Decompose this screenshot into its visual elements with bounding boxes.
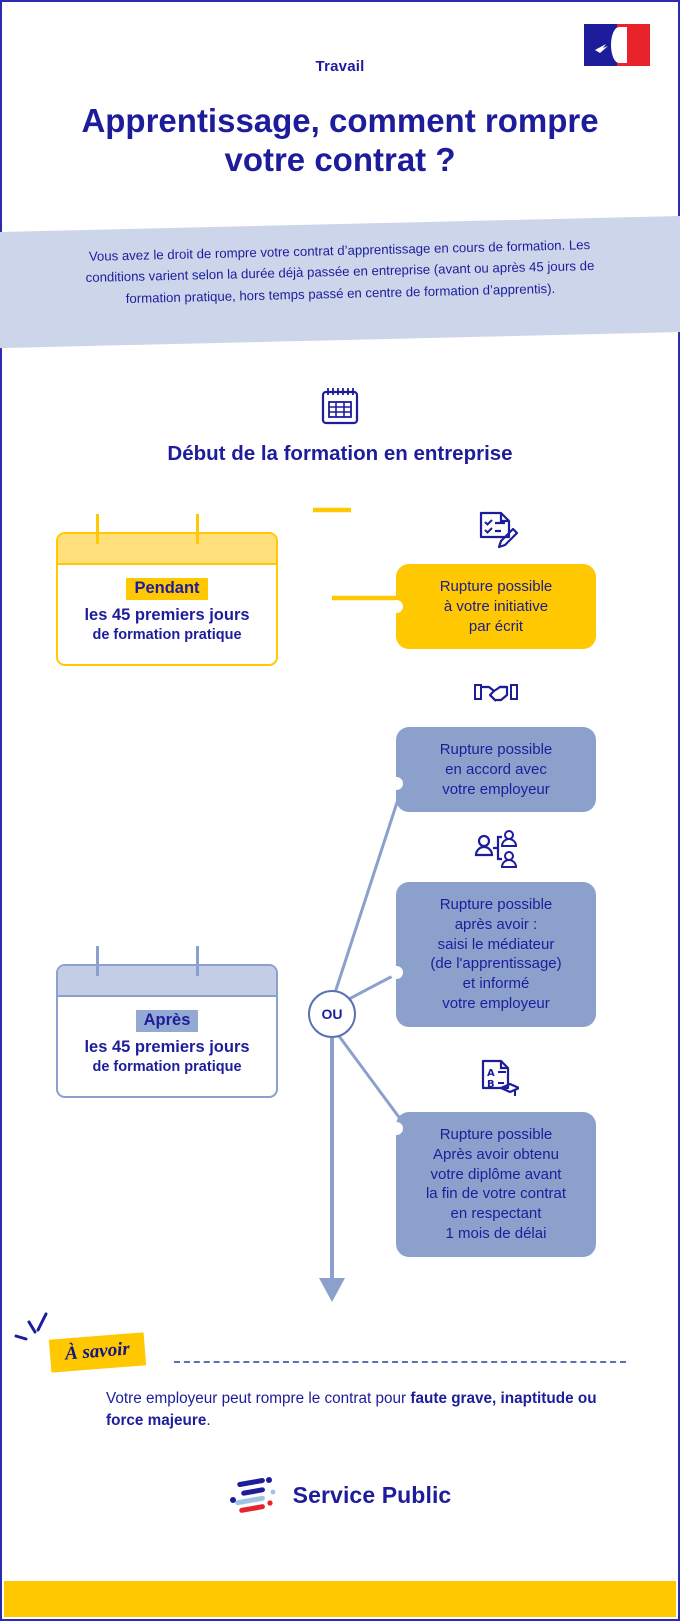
note-text-bold: faute grave, inaptitude ou force majeure xyxy=(106,1390,597,1430)
calendar-icon xyxy=(321,388,359,425)
calendar-rings xyxy=(56,946,278,976)
outcome-line: votre employeur xyxy=(442,994,550,1012)
period-tag: Après xyxy=(135,1010,199,1032)
section-title: Début de la formation en entreprise xyxy=(167,442,513,465)
period-tag: Pendant xyxy=(126,578,208,600)
outcome-card-mediateur: Rupture possible après avoir : saisi le … xyxy=(390,830,596,1027)
mediator-people-icon xyxy=(474,830,518,868)
period-card-apres: Après les 45 premiers jours de formation… xyxy=(56,946,278,1099)
outcome-card-diplome: A B Rupture possible Après avoir obtenu … xyxy=(390,1059,596,1257)
ring-left xyxy=(96,946,99,976)
sparkle-icon xyxy=(14,1312,48,1341)
outcome-line: Rupture possible xyxy=(439,1126,553,1143)
connector-dot xyxy=(390,600,403,613)
outcome-line: saisi le médiateur xyxy=(437,935,555,953)
intro-text: Vous avez le droit de rompre votre contr… xyxy=(85,237,595,306)
diploma-document-icon: A B xyxy=(481,1059,519,1096)
outcome-line: votre employeur xyxy=(442,780,550,798)
branch-node-ou: OU xyxy=(308,990,356,1038)
outcome-text: Rupture possible à votre initiative par … xyxy=(396,564,596,649)
marianne-profile xyxy=(611,27,627,63)
outcome-line: et informé xyxy=(462,975,530,993)
calendar-body: Après les 45 premiers jours de formation… xyxy=(56,964,278,1099)
outcome-card-initiative: Rupture possible à votre initiative par … xyxy=(390,511,596,650)
outcome-line: Après avoir obtenu xyxy=(433,1145,559,1163)
page-title: Apprentissage, comment rompre votre cont… xyxy=(81,102,599,178)
calendar-rings xyxy=(56,514,278,544)
outcome-line: en accord avec xyxy=(445,760,547,778)
svg-text:B: B xyxy=(487,1079,495,1090)
svg-text:A: A xyxy=(487,1068,495,1079)
checklist-pen-icon xyxy=(479,511,519,549)
calendar-header-strip xyxy=(58,966,276,997)
outcome-line: par écrit xyxy=(468,617,524,635)
service-public-wordmark: Service Public xyxy=(292,1481,452,1508)
calendar-body: Pendant les 45 premiers jours de formati… xyxy=(56,532,278,667)
calendar-content: Après les 45 premiers jours de formation… xyxy=(58,997,276,1096)
note-text-before: Votre employeur peut rompre le contrat p… xyxy=(106,1390,411,1407)
service-public-mark-icon xyxy=(229,1477,276,1513)
ring-right xyxy=(196,946,199,976)
period-line-1: les 45 premiers jours xyxy=(84,1038,250,1056)
outcome-text: Rupture possible Après avoir obtenu votr… xyxy=(396,1112,596,1257)
connector-dot xyxy=(390,777,403,790)
outcome-text: Rupture possible en accord avec votre em… xyxy=(396,727,596,812)
dashed-divider xyxy=(174,1361,626,1363)
outcome-line: Rupture possible xyxy=(439,896,553,913)
outcome-text: Rupture possible après avoir : saisi le … xyxy=(396,882,596,1027)
ring-right xyxy=(196,514,199,544)
connector-dot xyxy=(390,1122,403,1135)
outcome-card-accord: Rupture possible en accord avec votre em… xyxy=(390,684,596,813)
period-card-pendant: Pendant les 45 premiers jours de formati… xyxy=(56,514,278,667)
outcome-line: à votre initiative xyxy=(443,597,549,615)
a-savoir-text: Votre employeur peut rompre le contrat p… xyxy=(106,1388,630,1432)
outcome-line: après avoir : xyxy=(454,915,538,933)
calendar-content: Pendant les 45 premiers jours de formati… xyxy=(58,565,276,664)
republique-francaise-logo xyxy=(584,24,650,66)
period-line-2: de formation pratique xyxy=(92,1058,242,1075)
outcome-line: Rupture possible xyxy=(439,578,553,595)
marianne-icon xyxy=(595,44,608,53)
note-text-after: . xyxy=(206,1412,211,1430)
outcome-line: en respectant xyxy=(450,1205,542,1223)
calendar-header-strip xyxy=(58,534,276,565)
period-line-2: de formation pratique xyxy=(92,626,242,643)
connector-dot xyxy=(390,966,403,979)
footer-bar xyxy=(4,1581,676,1617)
period-line-1: les 45 premiers jours xyxy=(84,606,250,624)
service-public-logo: Service Public xyxy=(2,1474,678,1516)
outcome-line: Rupture possible xyxy=(439,741,553,758)
flag-red-band xyxy=(611,24,650,66)
outcome-line: la fin de votre contrat xyxy=(425,1185,567,1203)
ring-left xyxy=(96,514,99,544)
outcome-line: votre diplôme avant xyxy=(430,1165,562,1183)
outcome-line: 1 mois de délai xyxy=(445,1224,547,1242)
handshake-icon xyxy=(474,684,518,702)
a-savoir-badge: À savoir xyxy=(48,1332,147,1373)
outcome-line: (de l'apprentissage) xyxy=(430,955,562,973)
kicker-label: Travail xyxy=(315,58,365,75)
